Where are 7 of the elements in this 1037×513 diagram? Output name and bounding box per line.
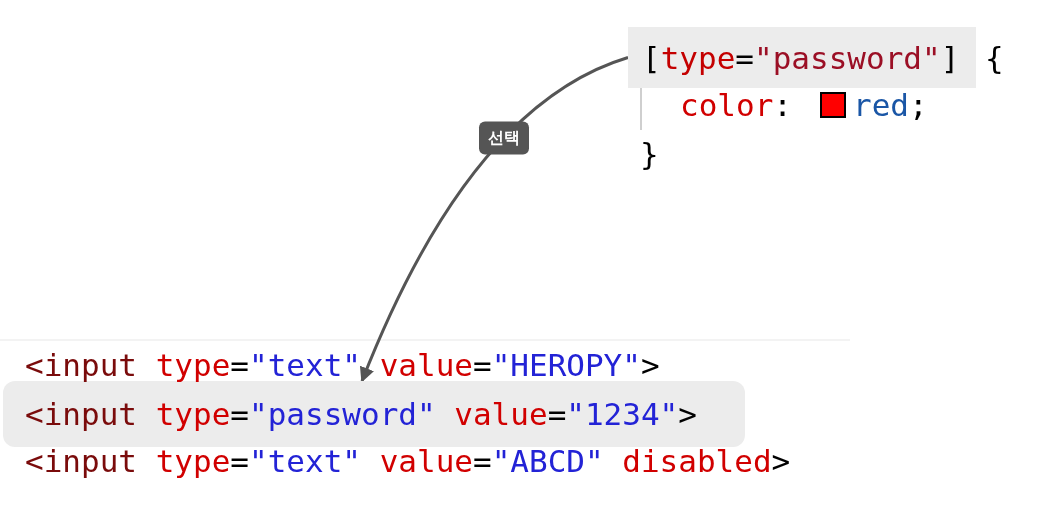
highlighted-selector: [type="password"] bbox=[628, 27, 976, 88]
code-brace: } bbox=[640, 135, 659, 174]
edge-label: 선택 bbox=[479, 121, 530, 155]
code-brace: { bbox=[985, 39, 1004, 78]
css-property: color: bbox=[680, 86, 792, 125]
css-value: red; bbox=[853, 86, 928, 125]
curved-arrow bbox=[360, 56, 629, 383]
